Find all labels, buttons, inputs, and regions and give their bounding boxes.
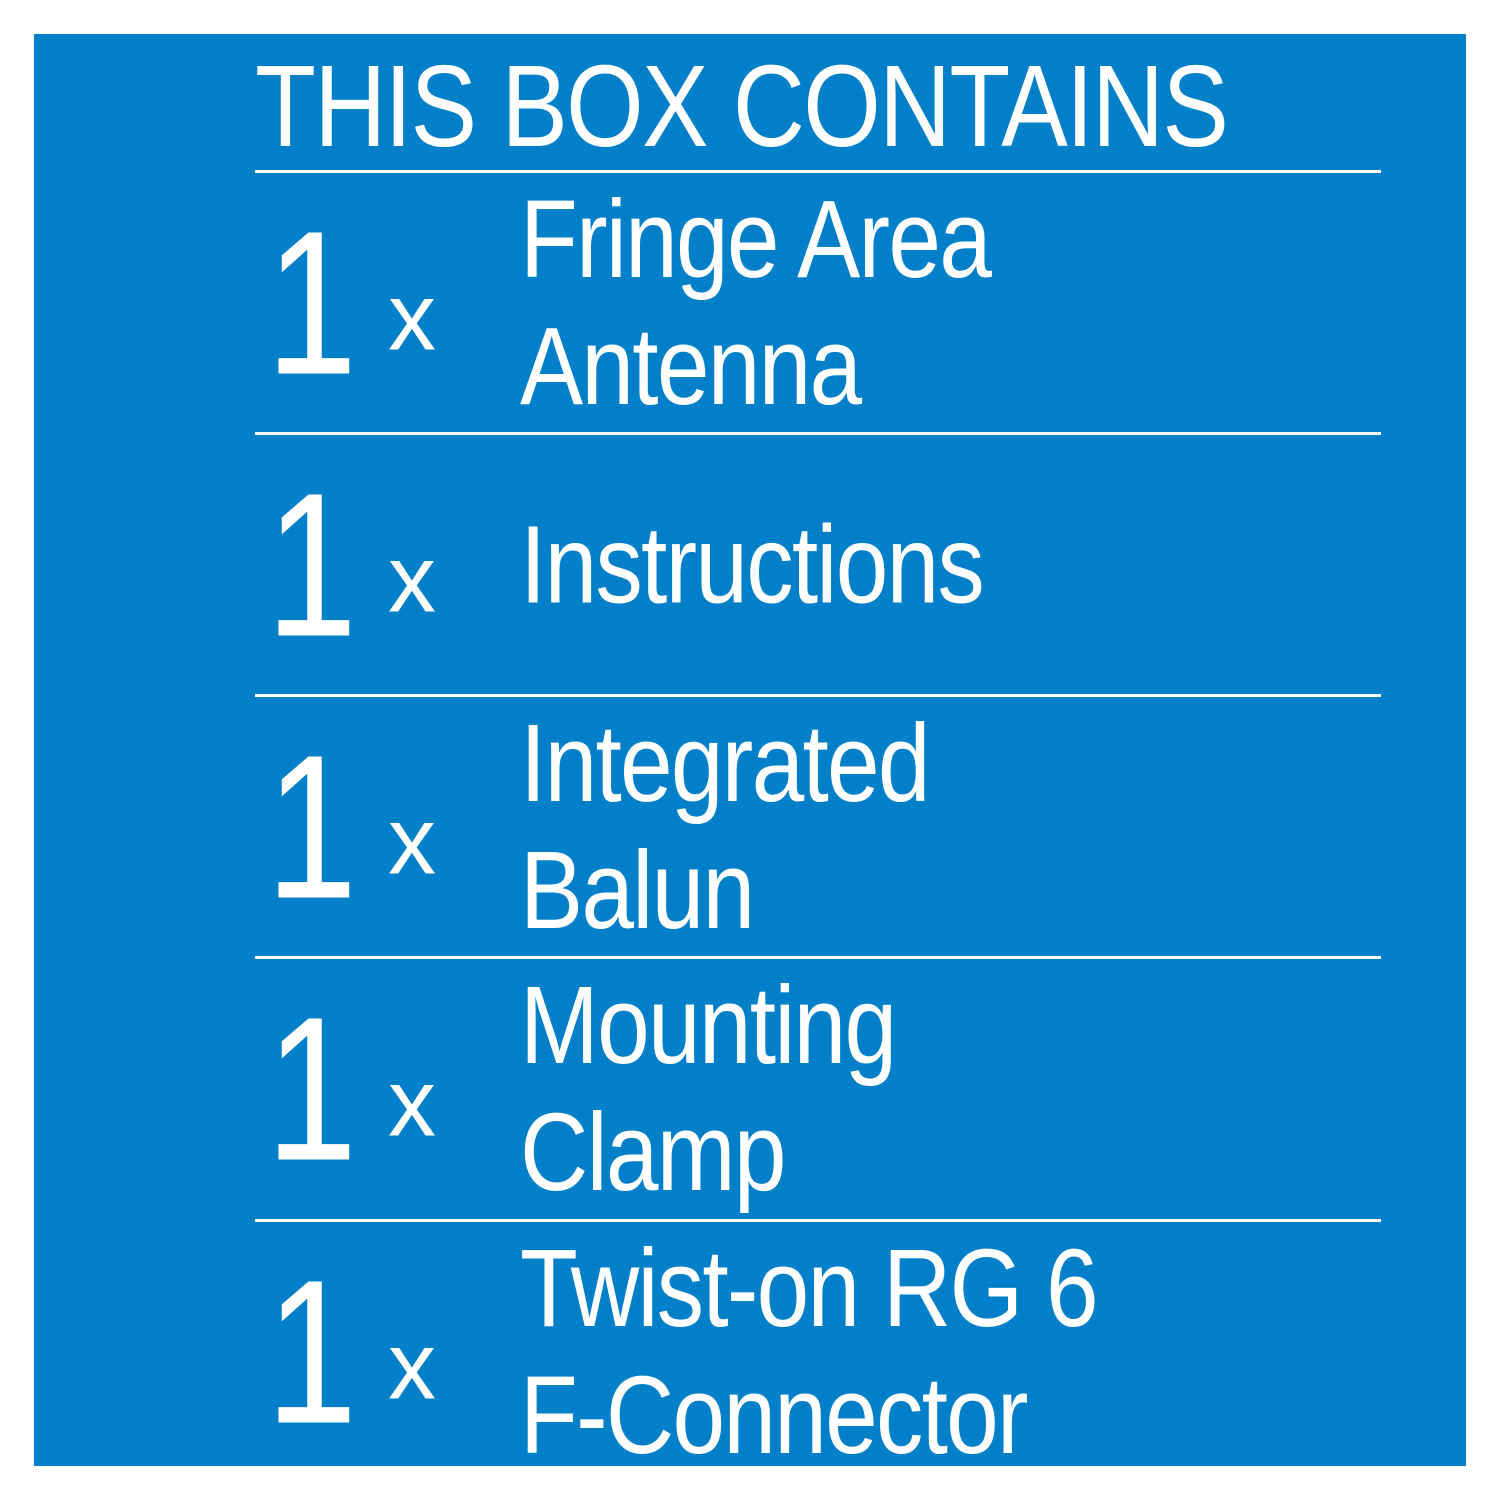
- divider: [255, 694, 1381, 697]
- item-quantity: 1: [266, 712, 358, 942]
- item-quantity: 1: [266, 188, 358, 418]
- item-quantity: 1: [266, 450, 358, 680]
- times-sign: x: [388, 263, 436, 371]
- divider: [255, 432, 1381, 435]
- divider: [255, 170, 1381, 173]
- list-item: 1 x Instructions: [34, 434, 1466, 696]
- item-quantity: 1: [266, 1237, 358, 1467]
- divider: [255, 956, 1381, 959]
- times-sign: x: [388, 525, 436, 633]
- times-sign: x: [388, 1049, 436, 1157]
- times-sign: x: [388, 787, 436, 895]
- divider: [255, 1219, 1381, 1222]
- item-name: Instructions: [520, 503, 985, 627]
- times-sign: x: [388, 1312, 436, 1420]
- item-quantity: 1: [266, 974, 358, 1204]
- panel-title: THIS BOX CONTAINS: [255, 41, 1229, 171]
